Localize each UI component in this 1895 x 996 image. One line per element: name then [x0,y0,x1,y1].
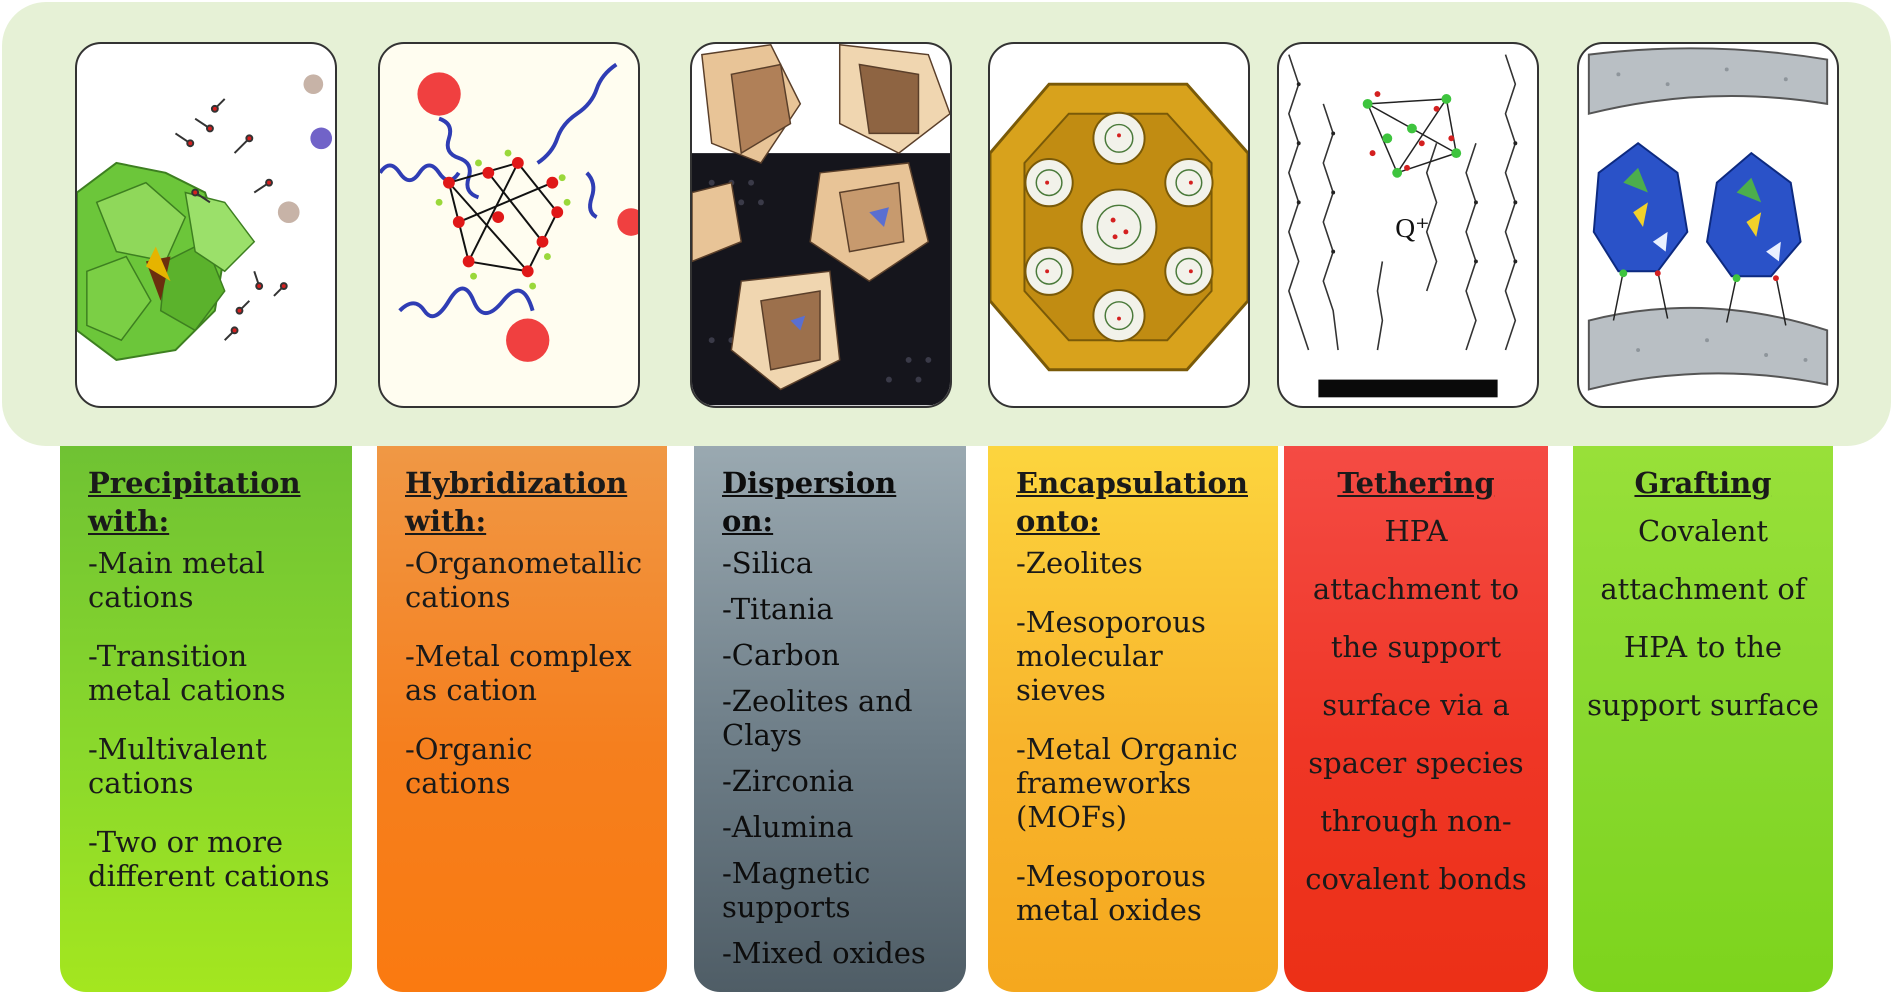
list-item: -Magnetic supports [722,856,871,924]
quaternary-cation-label: Q⁺ [1395,212,1429,243]
green-polyhedra-cluster-graphic [77,74,333,361]
polyhedra-on-support-graphic [692,44,950,406]
encapsulation-illustration [988,42,1250,408]
list-item: -Metal Organic frameworks (MOFs) [1016,732,1238,834]
dispersion-list: -Silica -Titania -Carbon -Zeolites and C… [722,546,944,970]
list-item: -Mesoporous molecular sieves [1016,605,1206,707]
hybridization-illustration [378,42,640,408]
list-item: -Zeolites [1016,546,1143,580]
tethered-hpa-graphic: Q⁺ [1288,54,1518,398]
grafting-title: Grafting [1634,466,1772,500]
precipitation-column: Precipitation with: -Main metal cations … [60,446,352,992]
hybridization-list: -Organometallic cations -Metal complex a… [405,546,645,800]
polyoxometalate-with-organic-chains-graphic [380,62,638,362]
tethering-illustration: Q⁺ [1277,42,1539,408]
list-item: -Main metal cations [88,546,265,614]
dispersion-title: Dispersion on: [722,466,897,538]
list-item: -Metal complex as cation [405,639,632,707]
grafted-polyhedra-graphic [1587,47,1829,391]
list-item: -Carbon [722,638,840,672]
list-item: -Multivalent cations [88,732,267,800]
list-item: -Organic cations [405,732,533,800]
encapsulation-column: Encapsulation onto: -Zeolites -Mesoporou… [988,446,1278,992]
hybridization-column: Hybridization with: -Organometallic cati… [377,446,667,992]
grafting-column: Grafting Covalent attachment of HPA to t… [1573,446,1833,992]
tethering-column: Tethering HPA attachment to the support … [1284,446,1548,992]
grafting-description: Covalent attachment of HPA to the suppor… [1587,514,1819,722]
list-item: -Alumina [722,810,854,844]
list-item: -Organometallic cations [405,546,643,614]
tethering-title: Tethering [1337,466,1495,500]
encapsulation-list: -Zeolites -Mesoporous molecular sieves -… [1016,546,1256,927]
precipitation-illustration [75,42,337,408]
encapsulation-title: Encapsulation onto: [1016,466,1248,538]
precipitation-list: -Main metal cations -Transition metal ca… [88,546,330,893]
dispersion-column: Dispersion on: -Silica -Titania -Carbon … [694,446,966,992]
list-item: -Zirconia [722,764,855,798]
list-item: -Mixed oxides [722,936,926,970]
mof-framework-graphic [990,82,1248,372]
tethering-description: HPA attachment to the support surface vi… [1305,514,1527,896]
list-item: -Transition metal cations [88,639,286,707]
list-item: -Zeolites and Clays [722,684,913,752]
dispersion-illustration [690,42,952,408]
hybridization-title: Hybridization with: [405,466,628,538]
list-item: -Titania [722,592,834,626]
list-item: -Silica [722,546,814,580]
grafting-illustration [1577,42,1839,408]
list-item: -Mesoporous metal oxides [1016,859,1206,927]
precipitation-title: Precipitation with: [88,466,301,538]
list-item: -Two or more different cations [88,825,330,893]
